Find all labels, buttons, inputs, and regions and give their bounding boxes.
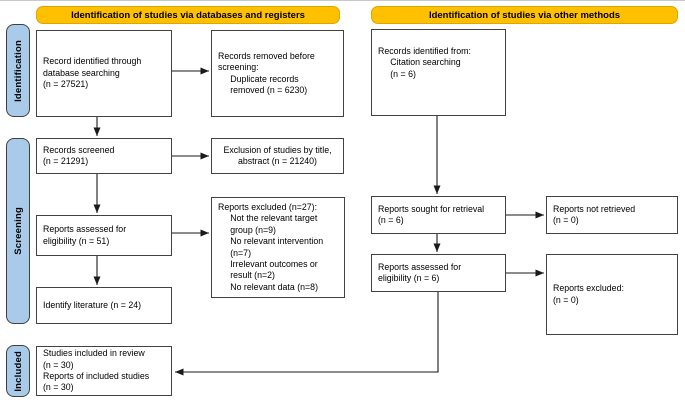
box-records-identified-other-methods: Records identified from: Citation search… xyxy=(371,29,506,116)
stage-tab-screening: Screening xyxy=(6,138,30,324)
box-records-identified-databases: Record identified through database searc… xyxy=(36,30,172,117)
arrow-assessed-other-to-included xyxy=(175,292,439,376)
stage-tab-included-label: Included xyxy=(12,350,24,392)
stage-tab-identification: Identification xyxy=(6,24,30,117)
header-other-methods-label: Identification of studies via other meth… xyxy=(428,9,621,21)
box-reports-assessed-eligibility-other: Reports assessed for eligibility (n = 6) xyxy=(371,254,506,292)
box-records-screened: Records screened (n = 21291) xyxy=(36,138,172,174)
box-records-removed-before-screening: Records removed before screening: Duplic… xyxy=(211,30,344,117)
box-records-identified-other-methods-text: Records identified from: Citation search… xyxy=(378,46,471,79)
box-reports-excluded-reasons: Reports excluded (n=27): Not the relevan… xyxy=(211,197,345,298)
stage-tab-included: Included xyxy=(6,345,30,397)
stage-tab-screening-label: Screening xyxy=(12,207,24,255)
box-exclusion-title-abstract-text: Exclusion of studies by title, abstract … xyxy=(223,144,332,166)
box-reports-assessed-eligibility-databases-text: Reports assessed for eligibility (n = 51… xyxy=(43,224,127,246)
box-exclusion-title-abstract: Exclusion of studies by title, abstract … xyxy=(211,138,344,174)
box-reports-excluded-reasons-text: Reports excluded (n=27): Not the relevan… xyxy=(218,201,324,292)
stage-tab-identification-label: Identification xyxy=(12,39,24,102)
box-records-removed-before-screening-text: Records removed before screening: Duplic… xyxy=(218,50,315,95)
box-records-screened-text: Records screened (n = 21291) xyxy=(43,144,115,166)
box-reports-not-retrieved: Reports not retrieved (n = 0) xyxy=(546,196,678,234)
box-reports-assessed-eligibility-other-text: Reports assessed for eligibility (n = 6) xyxy=(378,261,462,283)
box-studies-included: Studies included in review (n = 30) Repo… xyxy=(36,346,172,396)
box-reports-excluded-other-text: Reports excluded: (n = 0) xyxy=(553,283,624,305)
box-reports-excluded-other: Reports excluded: (n = 0) xyxy=(546,254,678,335)
box-identify-literature-text: Identify literature (n = 24) xyxy=(43,299,142,310)
box-reports-assessed-eligibility-databases: Reports assessed for eligibility (n = 51… xyxy=(36,215,172,256)
header-other-methods: Identification of studies via other meth… xyxy=(371,6,678,24)
box-records-identified-databases-text: Record identified through database searc… xyxy=(43,56,142,90)
box-reports-sought-retrieval-text: Reports sought for retrieval (n = 6) xyxy=(378,203,485,225)
header-databases-registers: Identification of studies via databases … xyxy=(36,6,340,24)
box-reports-sought-retrieval: Reports sought for retrieval (n = 6) xyxy=(371,196,506,234)
box-reports-not-retrieved-text: Reports not retrieved (n = 0) xyxy=(553,203,636,225)
box-identify-literature: Identify literature (n = 24) xyxy=(36,287,172,324)
box-studies-included-text: Studies included in review (n = 30) Repo… xyxy=(43,348,150,393)
header-databases-registers-label: Identification of studies via databases … xyxy=(71,9,305,21)
